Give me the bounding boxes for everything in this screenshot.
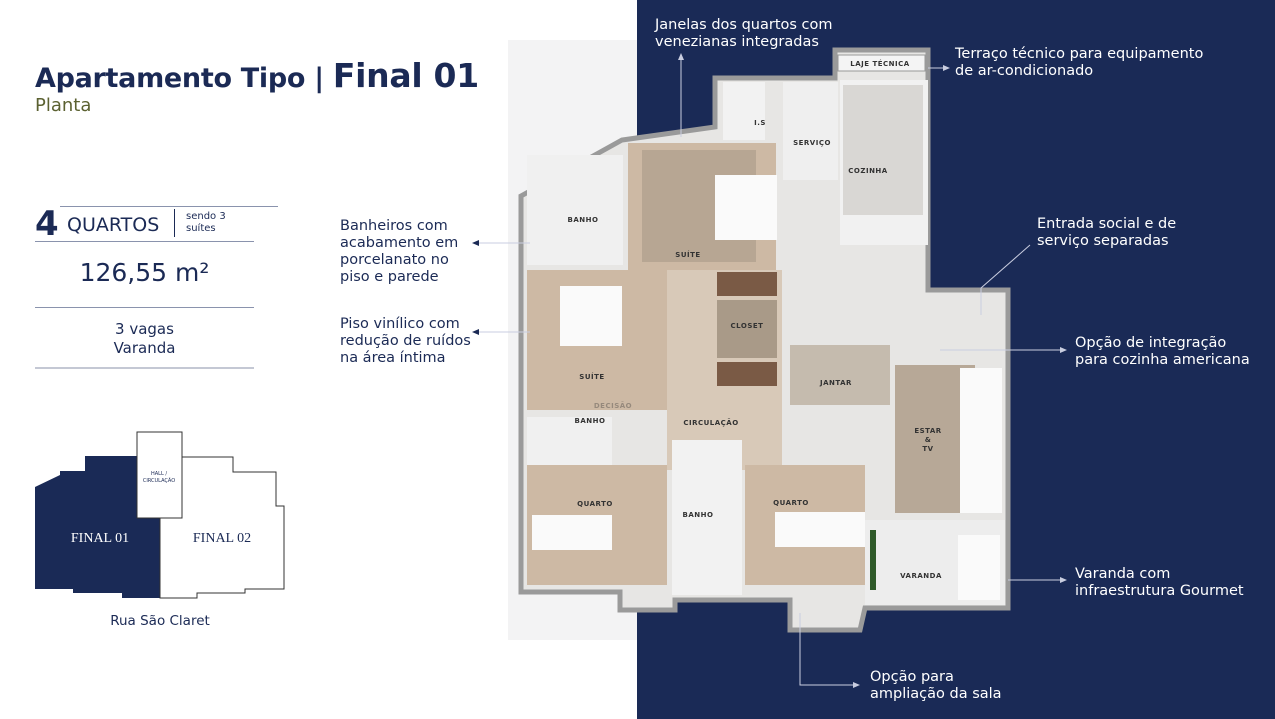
- room-label-cozinha: COZINHA: [848, 167, 887, 175]
- final-01-unit: [35, 456, 160, 598]
- arrow-icons: [472, 53, 1067, 688]
- room-label-quarto: QUARTO: [773, 499, 809, 507]
- area-value: 126,55 m²: [79, 258, 210, 287]
- divider: [60, 206, 278, 207]
- room-label-quarto: QUARTO: [577, 500, 613, 508]
- hall-block: [136, 431, 183, 519]
- room-label-banho: BANHO: [683, 511, 714, 519]
- room-label-estar: ESTAR: [914, 427, 941, 435]
- room-label-is: I.S: [754, 119, 766, 127]
- room-label-tv: TV: [922, 445, 933, 453]
- final-02-label: FINAL 02: [193, 531, 251, 546]
- room-label-servico: SERVIÇO: [793, 139, 831, 147]
- rooms: [527, 54, 1005, 605]
- divider: [35, 241, 254, 242]
- divider: [35, 307, 254, 308]
- room-label-closet: CLOSET: [731, 322, 764, 330]
- hall-label: HALL /: [151, 471, 167, 477]
- key-plan: HALL / CIRCULAÇÃO FINAL 01 FINAL 02: [35, 431, 285, 599]
- room-label-varanda: VARANDA: [900, 572, 942, 580]
- room-label-jantar: JANTAR: [819, 379, 852, 387]
- street-name: Rua São Claret: [110, 613, 210, 629]
- final-01-label: FINAL 01: [71, 531, 129, 546]
- divider: [35, 367, 254, 369]
- room-label-banho: BANHO: [568, 216, 599, 224]
- final-02-unit: [159, 456, 285, 599]
- room-label-banho: BANHO: [575, 417, 606, 425]
- page-title: Apartamento Tipo | Final 01: [35, 56, 479, 95]
- room-label-laje: LAJE TÉCNICA: [850, 59, 909, 68]
- room-label-suite: SUÍTE: [579, 372, 604, 381]
- bedrooms-label: QUARTOS: [67, 214, 160, 236]
- divider: [174, 209, 175, 237]
- page-subtitle: Planta: [35, 95, 92, 116]
- room-label-suite: SUÍTE: [675, 250, 700, 259]
- room-label-estar: &: [925, 436, 932, 444]
- callout-lines: [475, 58, 1062, 686]
- hall-label: CIRCULAÇÃO: [143, 477, 175, 484]
- watermark: DECISÃO: [594, 401, 632, 410]
- bedrooms-count: 4: [35, 204, 59, 244]
- room-label-circulacao: CIRCULAÇÃO: [683, 418, 738, 427]
